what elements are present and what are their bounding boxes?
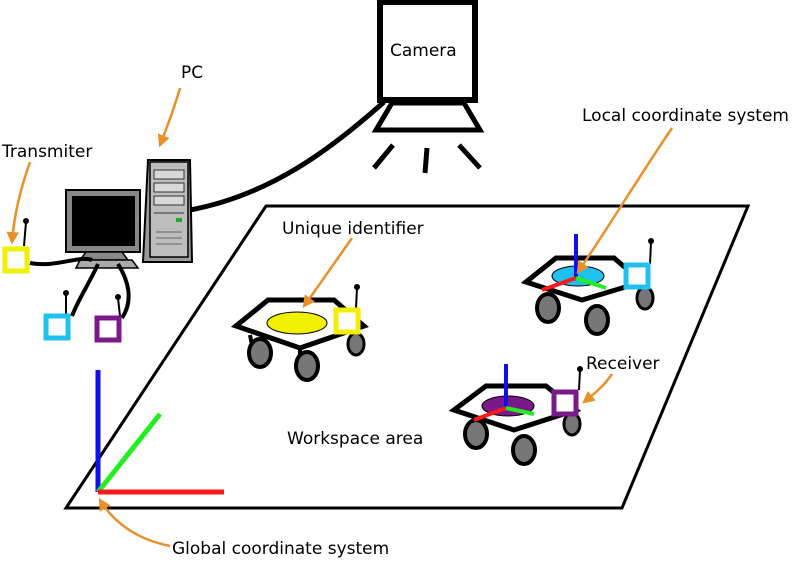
receiver-label: Receiver xyxy=(586,354,660,374)
arrow-transmitter xyxy=(6,161,32,245)
transmitter-purple xyxy=(94,294,122,343)
camera-label: Camera xyxy=(390,41,457,61)
camera xyxy=(371,0,485,174)
arrow-pc xyxy=(157,87,182,148)
global-coordinate-label: Global coordinate system xyxy=(172,539,389,559)
unique-identifier-label: Unique identifier xyxy=(282,219,424,239)
arrow-local-coordinate xyxy=(576,127,674,275)
robot-local-coordinate xyxy=(520,234,655,336)
arrow-global-coordinate xyxy=(98,497,171,548)
arrow-unique-identifier xyxy=(302,237,354,309)
pc-monitor xyxy=(65,189,141,269)
workspace-label: Workspace area xyxy=(287,429,423,449)
global-axes xyxy=(95,370,224,495)
pc-tower xyxy=(141,159,194,263)
transmitter-label: Transmiter xyxy=(1,142,92,162)
arrow-receiver xyxy=(582,373,614,404)
transmitter-cyan xyxy=(43,290,71,341)
transmitter-cable-purple xyxy=(116,262,131,320)
transmitter-cable-yellow xyxy=(29,256,93,267)
robot-unique-identifier xyxy=(230,284,369,382)
transmitter-yellow xyxy=(2,218,30,274)
transmitter-cable-cyan xyxy=(70,263,100,317)
local-coordinate-label: Local coordinate system xyxy=(582,106,789,126)
pc-label: PC xyxy=(181,63,203,83)
robot-receiver xyxy=(448,364,583,466)
camera-cable xyxy=(189,100,386,213)
